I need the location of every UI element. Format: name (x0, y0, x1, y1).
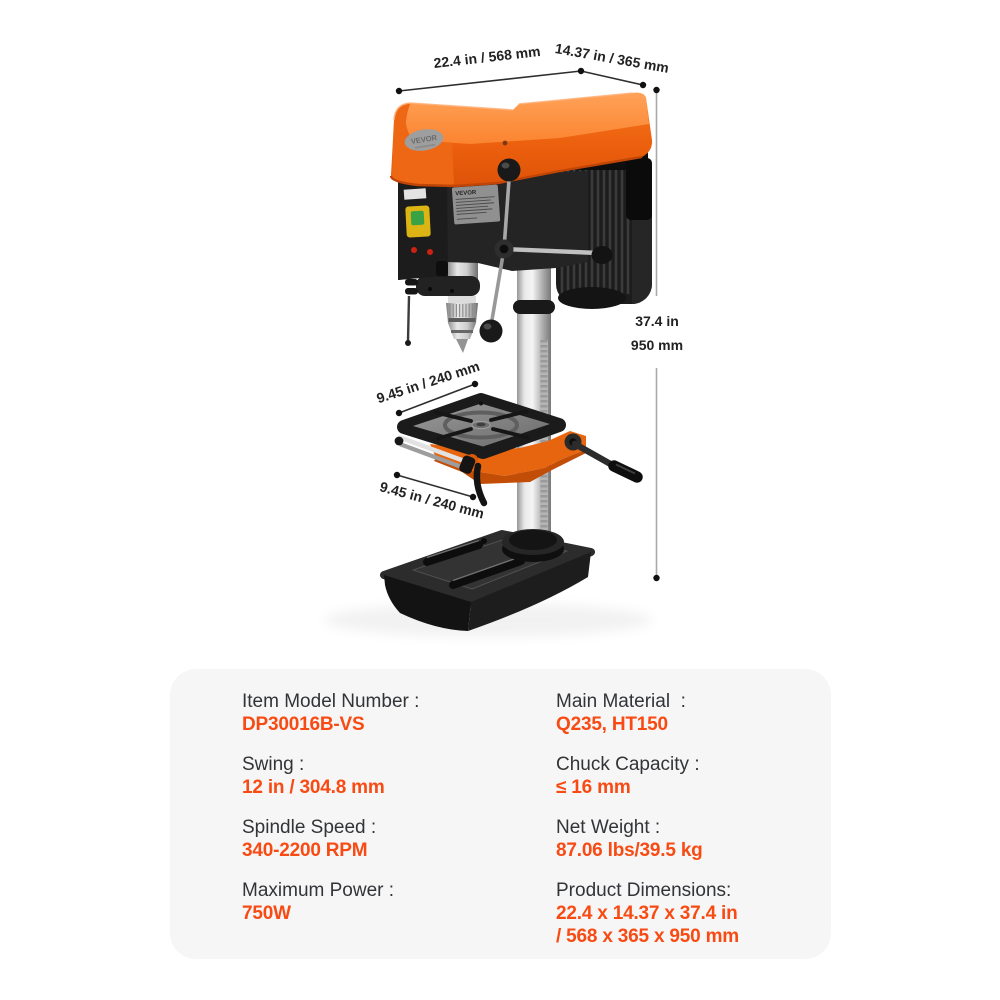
spec-value: ≤ 16 mm (556, 777, 631, 798)
spec-label: Product Dimensions: (556, 880, 732, 901)
spec-value: 87.06 lbs/39.5 kg (556, 840, 703, 861)
spec-label: Main Material : (556, 691, 686, 712)
head-cover: VEVOR (389, 92, 653, 188)
svg-text:VEVOR: VEVOR (455, 190, 477, 197)
spec-column-right: Main Material : Q235, HT150 Chuck Capaci… (556, 690, 739, 965)
dim-height-label: 37.4 in 950 mm (631, 309, 683, 357)
spec-label: Swing : (242, 754, 305, 775)
spec-net-weight: Net Weight : 87.06 lbs/39.5 kg (556, 816, 739, 862)
base (380, 529, 595, 631)
spec-product-dimensions: Product Dimensions: 22.4 x 14.37 x 37.4 … (556, 879, 739, 948)
spec-value: 22.4 x 14.37 x 37.4 in (556, 903, 738, 924)
spec-label: Net Weight : (556, 817, 661, 838)
power-label (403, 188, 427, 200)
spec-value: Q235, HT150 (556, 714, 668, 735)
spec-value: 340-2200 RPM (242, 840, 368, 861)
spec-spindle-speed: Spindle Speed : 340-2200 RPM (242, 816, 419, 862)
spec-value: 12 in / 304.8 mm (242, 777, 385, 798)
feed-handles (479, 158, 613, 343)
svg-text:VEVOR: VEVOR (410, 133, 438, 146)
spec-value: DP30016B-VS (242, 714, 365, 735)
spec-panel: Item Model Number : DP30016B-VS Swing : … (170, 669, 831, 959)
spec-label: Spindle Speed : (242, 817, 377, 838)
brand-badge: VEVOR (404, 129, 444, 151)
spec-value: 750W (242, 903, 291, 924)
dimension-lines (393, 67, 660, 582)
dim-height-mm: 950 mm (630, 337, 684, 353)
spec-label: Chuck Capacity : (556, 754, 700, 775)
spec-label: Maximum Power : (242, 880, 395, 901)
dim-height-in: 37.4 in (635, 313, 679, 329)
spec-swing: Swing : 12 in / 304.8 mm (242, 753, 419, 799)
spec-column-left: Item Model Number : DP30016B-VS Swing : … (242, 690, 419, 942)
spec-value-line2: / 568 x 365 x 950 mm (556, 926, 739, 947)
spec-label: Item Model Number : (242, 691, 420, 712)
spec-max-power: Maximum Power : 750W (242, 879, 419, 925)
head-body: VEVOR (398, 171, 588, 280)
work-table (394, 393, 643, 507)
spec-chuck-capacity: Chuck Capacity : ≤ 16 mm (556, 753, 739, 799)
spec-material: Main Material : Q235, HT150 (556, 690, 739, 736)
spec-item-model: Item Model Number : DP30016B-VS (242, 690, 419, 736)
spec-sticker: VEVOR (451, 184, 501, 225)
